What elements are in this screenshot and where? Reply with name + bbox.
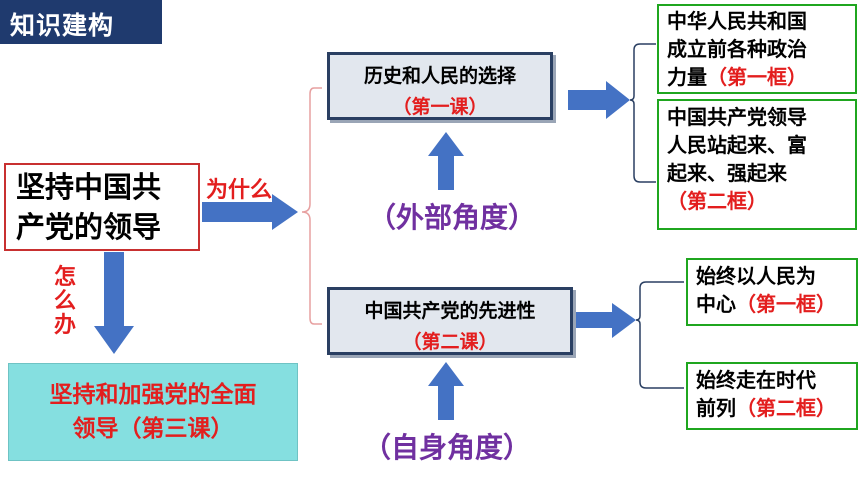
bracket-right-2 (635, 281, 684, 389)
bracket-left (301, 87, 322, 325)
how-label: 怎 么 办 (54, 266, 80, 338)
how-char-2: 么 (54, 289, 77, 314)
main-topic-box: 坚持中国共 产党的领导 (4, 163, 200, 251)
lesson-box-2: 中国共产党的先进性 （第二课） (327, 287, 573, 355)
arrow-up-lesson2 (428, 362, 464, 420)
lesson-box-1: 历史和人民的选择 （第一课） (327, 52, 553, 120)
lesson-2-title: 中国共产党的先进性 (364, 300, 536, 322)
arrow-right-lesson1 (568, 81, 630, 119)
frame-2-tag: （第二框） (667, 189, 767, 213)
why-label: 为什么 (206, 178, 273, 203)
how-char-3: 办 (54, 313, 77, 338)
frame-box-1: 中华人民共和国 成立前各种政治 力量（第一框） (657, 4, 857, 94)
frame-1-tag: （第一框） (707, 65, 807, 89)
frame-2-line-2: 人民站起来、富 (667, 133, 807, 157)
main-topic-line1: 坚持中国共 (16, 170, 162, 204)
frame-3-line-1: 始终以人民为 (696, 264, 816, 288)
bottom-box: 坚持和加强党的全面 领导（第三课） (8, 363, 298, 461)
section-title: 知识建构 (0, 0, 162, 44)
lesson-1-sub: （第一课） (392, 96, 488, 118)
frame-1-last-black: 力量 (667, 65, 707, 89)
frame-4-last-black: 前列 (696, 396, 736, 420)
frame-box-2: 中国共产党领导 人民站起来、富 起来、强起来 （第二框） (657, 99, 857, 230)
arrow-up-lesson1 (428, 132, 464, 190)
bracket-right-1 (629, 43, 656, 183)
frame-4-line-1: 始终走在时代 (696, 368, 816, 392)
frame-2-line-1: 中国共产党领导 (667, 105, 807, 129)
frame-box-4: 始终走在时代 前列（第二框） (686, 362, 858, 430)
angle-self: （自身角度） (363, 431, 532, 464)
how-char-1: 怎 (54, 265, 77, 290)
arrow-down-main (94, 252, 134, 354)
frame-4-tag: （第二框） (736, 396, 836, 420)
frame-3-tag: （第一框） (736, 292, 836, 316)
lesson-1-title: 历史和人民的选择 (363, 65, 516, 87)
frame-1-line-2: 成立前各种政治 (667, 37, 807, 61)
bottom-box-line2: 领导（第三课） (72, 416, 234, 442)
main-topic-line2: 产党的领导 (16, 210, 162, 244)
frame-3-last-black: 中心 (696, 292, 736, 316)
arrow-right-main (202, 194, 298, 230)
arrow-right-lesson2 (575, 303, 636, 338)
angle-external: （外部角度） (368, 201, 537, 234)
frame-2-line-3: 起来、强起来 (667, 161, 787, 185)
lesson-2-sub: （第二课） (402, 331, 498, 353)
bottom-box-line1: 坚持和加强党的全面 (49, 382, 257, 408)
frame-box-3: 始终以人民为 中心（第一框） (686, 258, 858, 326)
frame-1-line-1: 中华人民共和国 (667, 9, 807, 33)
